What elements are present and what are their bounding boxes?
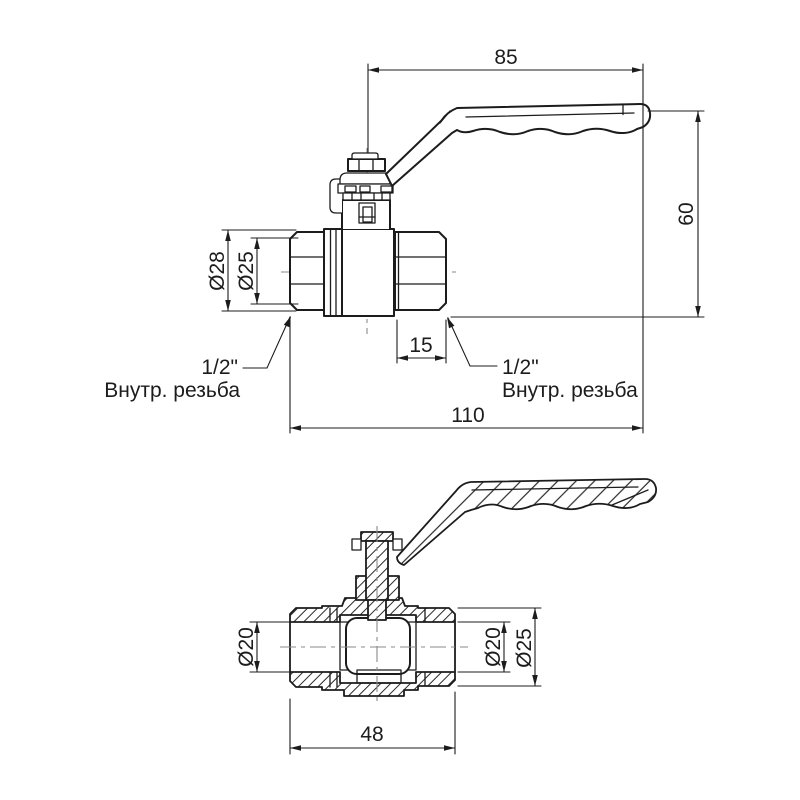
stem-cap (351, 152, 379, 160)
mount-plate-upper (339, 172, 391, 185)
right-port-thread-label: Внутр. резьба (502, 379, 638, 402)
dim-overall-length-label: 110 (451, 404, 484, 427)
dim-body-length-label: 48 (360, 723, 383, 746)
mount-plate-lower (342, 192, 391, 201)
dim-body-od-label: Ø28 (206, 251, 229, 291)
right-port-callout: 1/2" Внутр. резьба (447, 317, 638, 402)
valve-body-section (289, 597, 456, 697)
ball-support (356, 669, 402, 684)
left-hex-port (289, 231, 325, 311)
dimension-body-od: Ø28 (206, 229, 297, 312)
body-center (341, 228, 395, 317)
dim-bore-right-label: Ø20 (482, 627, 505, 667)
dimension-thread-depth: 15 (396, 319, 447, 364)
ball (345, 617, 411, 675)
left-port-thread-label: Внутр. резьба (104, 379, 240, 402)
side-view-dimensions: 85 60 Ø28 Ø25 (104, 46, 705, 434)
dimension-bore-left: Ø20 (235, 621, 303, 673)
lever-handle (385, 103, 652, 187)
side-view (281, 103, 705, 334)
left-port-size-label: 1/2" (201, 356, 238, 379)
body-collar (323, 228, 343, 317)
section-view (280, 478, 657, 702)
stem-nut (347, 158, 386, 172)
dim-thread-od-label: Ø25 (235, 251, 258, 291)
handle-section (396, 478, 657, 566)
section-view-dimensions: Ø20 Ø20 Ø25 48 (235, 607, 542, 755)
handle-side (385, 103, 652, 187)
dimension-bore-right: Ø20 (457, 621, 511, 673)
left-port-callout: 1/2" Внутр. резьба (104, 316, 291, 402)
right-port-size-label: 1/2" (502, 356, 539, 379)
dimension-pipe-od: Ø25 (457, 607, 542, 687)
dimension-body-length: 48 (289, 691, 456, 755)
dimension-thread-od: Ø25 (235, 237, 299, 305)
dimension-height: 60 (647, 110, 705, 318)
dim-pipe-od-label: Ø25 (513, 628, 536, 668)
right-hex-port (394, 231, 447, 311)
dim-height-label: 60 (675, 202, 698, 225)
lever-handle-section (396, 478, 657, 566)
dimension-overall-length: 110 (289, 319, 644, 434)
dim-bore-left-label: Ø20 (235, 627, 258, 667)
dim-handle-length-label: 85 (494, 46, 517, 69)
dimension-handle-length: 85 (367, 46, 644, 434)
valve-body-side (289, 152, 447, 317)
dim-thread-depth-label: 15 (409, 334, 432, 357)
